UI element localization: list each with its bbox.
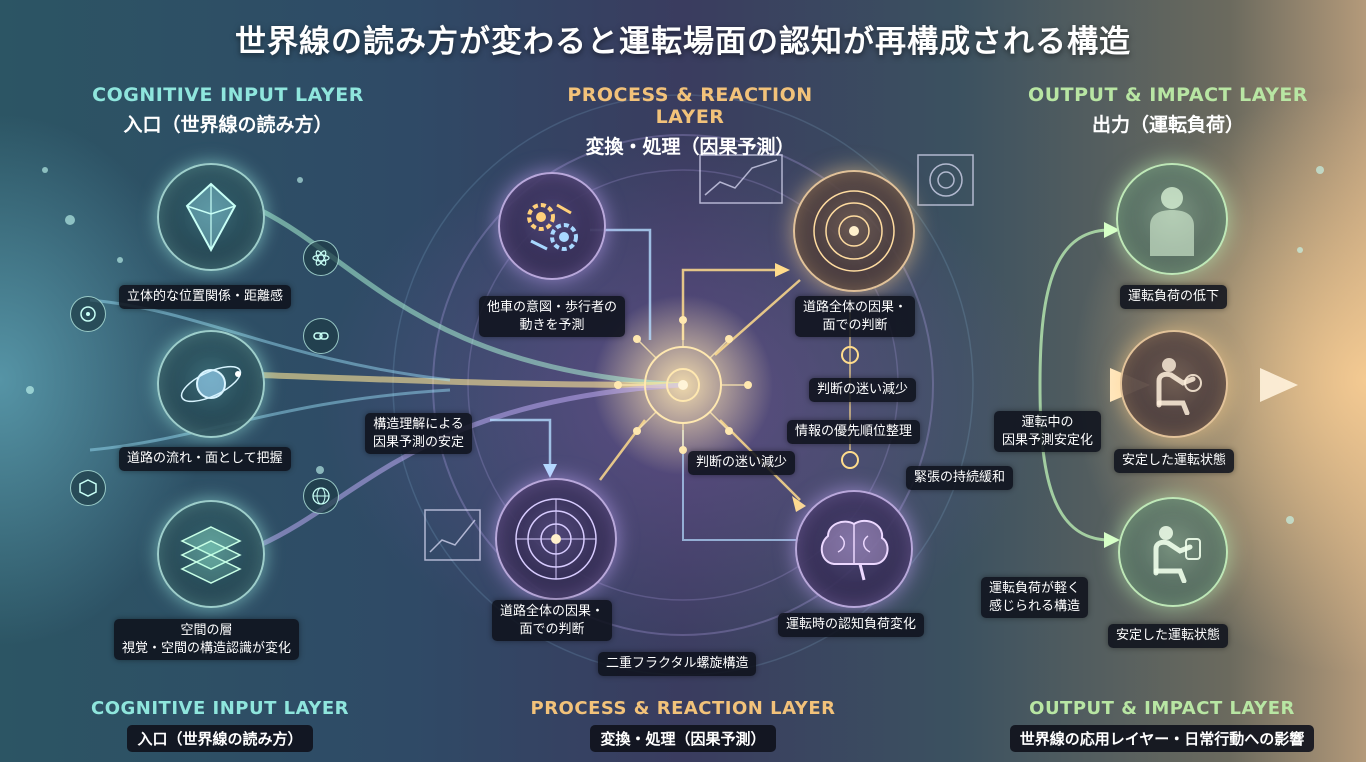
label-structure-stability-line2: 因果予測の安定 [373,434,465,450]
orbit-node [157,330,265,438]
label-predict-others: 他車の意図・歩行者の 動きを予測 [479,296,626,338]
label-hesitation-reduce-left: 判断の迷い減少 [688,451,796,475]
label-stable-state-2: 安定した運転状態 [1108,624,1229,648]
driver-seat-icon [1153,526,1201,583]
driver-node-1 [1120,330,1228,438]
layers-icon [180,526,242,584]
label-driving-stabilized-line1: 運転中の [1021,415,1074,430]
label-road-causality-bottom-line1: 道路全体の因果・ [500,604,605,619]
label-hesitation-reduce-right: 判断の迷い減少 [809,378,917,402]
orbit-icon [180,365,242,403]
label-tension-relief: 緊張の持続緩和 [906,466,1014,490]
brain-node [795,490,913,608]
label-lighter-load: 運転負荷が軽く 感じられる構造 [981,577,1089,619]
input-layer-header: COGNITIVE INPUT LAYER 入口（世界線の読み方） [68,84,388,137]
label-predict-others-line2: 動きを予測 [519,317,585,333]
label-road-causality-top-line2: 面での判断 [822,317,888,333]
globe-icon [303,478,339,514]
footer-output-en: OUTPUT & IMPACT LAYER [1029,698,1295,719]
footer-process: PROCESS & REACTION LAYER 変換・処理（因果予測） [493,698,873,752]
page-title: 世界線の読み方が変わると運転場面の認知が再構成される構造 [235,24,1131,60]
footer-process-en: PROCESS & REACTION LAYER [530,698,836,719]
input-layer-jp: 入口（世界線の読み方） [123,114,333,136]
cube-mini-icon [70,470,106,506]
driver-icon [1156,358,1202,415]
label-road-causality-top-line1: 道路全体の因果・ [803,300,908,315]
label-structure-stability: 構造理解による 因果予測の安定 [365,413,473,455]
atom-mini-icon [303,240,339,276]
label-space-layer-line2: 視覚・空間の構造認識が変化 [122,640,292,656]
label-road-flow: 道路の流れ・面として把握 [119,447,291,471]
label-space-layer: 空間の層 視覚・空間の構造認識が変化 [114,619,300,661]
label-driving-stabilized-line2: 因果予測安定化 [1002,432,1094,448]
footer-process-jp: 変換・処理（因果予測） [590,725,776,752]
label-stable-state-1: 安定した運転状態 [1114,449,1235,473]
radar-bottom-node [495,478,617,600]
link-mini-icon [303,318,339,354]
driver-node-2 [1118,497,1228,607]
process-layer-header: PROCESS & REACTION LAYER 変換・処理（因果予測） [530,84,850,159]
radar-top-node [793,170,915,292]
label-lighter-load-line2: 感じられる構造 [989,598,1081,614]
process-layer-en: PROCESS & REACTION LAYER [567,84,813,128]
radar-icon [813,190,895,272]
gears-icon [527,203,578,251]
footer-input: COGNITIVE INPUT LAYER 入口（世界線の読み方） [30,698,410,752]
label-lighter-load-line1: 運転負荷が軽く [989,581,1081,596]
label-space-layer-line1: 空間の層 [180,623,233,638]
output-layer-en: OUTPUT & IMPACT LAYER [1028,84,1308,106]
hub-icon [614,316,752,454]
label-cognitive-load-change: 運転時の認知負荷変化 [778,613,925,637]
label-load-decrease: 運転負荷の低下 [1120,285,1228,309]
footer-input-jp: 入口（世界線の読み方） [127,725,313,752]
process-layer-jp: 変換・処理（因果予測） [585,136,795,158]
target-mini-icon [70,296,106,332]
footer-output: OUTPUT & IMPACT LAYER 世界線の応用レイヤー・日常行動への影… [972,698,1352,752]
input-layer-en: COGNITIVE INPUT LAYER [92,84,364,106]
radar-bottom-icon [515,498,597,580]
label-driving-stabilized: 運転中の 因果予測安定化 [994,411,1102,453]
brain-icon [820,519,889,581]
crystal-node [157,163,265,271]
label-road-causality-bottom-line2: 面での判断 [519,621,585,637]
label-road-causality-bottom: 道路全体の因果・ 面での判断 [492,600,613,642]
label-structure-stability-line1: 構造理解による [373,417,464,432]
label-fractal-spiral: 二重フラクタル螺旋構造 [598,652,757,676]
layers-node [157,500,265,608]
footer-input-en: COGNITIVE INPUT LAYER [91,698,349,719]
label-info-priority: 情報の優先順位整理 [787,420,921,444]
output-layer-header: OUTPUT & IMPACT LAYER 出力（運転負荷） [1008,84,1328,137]
person-icon [1150,187,1194,256]
label-position-relation: 立体的な位置関係・距離感 [119,285,292,309]
footer-output-jp: 世界線の応用レイヤー・日常行動への影響 [1009,725,1315,752]
label-predict-others-line1: 他車の意図・歩行者の [487,300,618,315]
gears-node [498,172,606,280]
person-node [1116,163,1228,275]
output-layer-jp: 出力（運転負荷） [1091,114,1244,136]
label-road-causality-top: 道路全体の因果・ 面での判断 [795,296,916,338]
crystal-icon [185,182,237,252]
